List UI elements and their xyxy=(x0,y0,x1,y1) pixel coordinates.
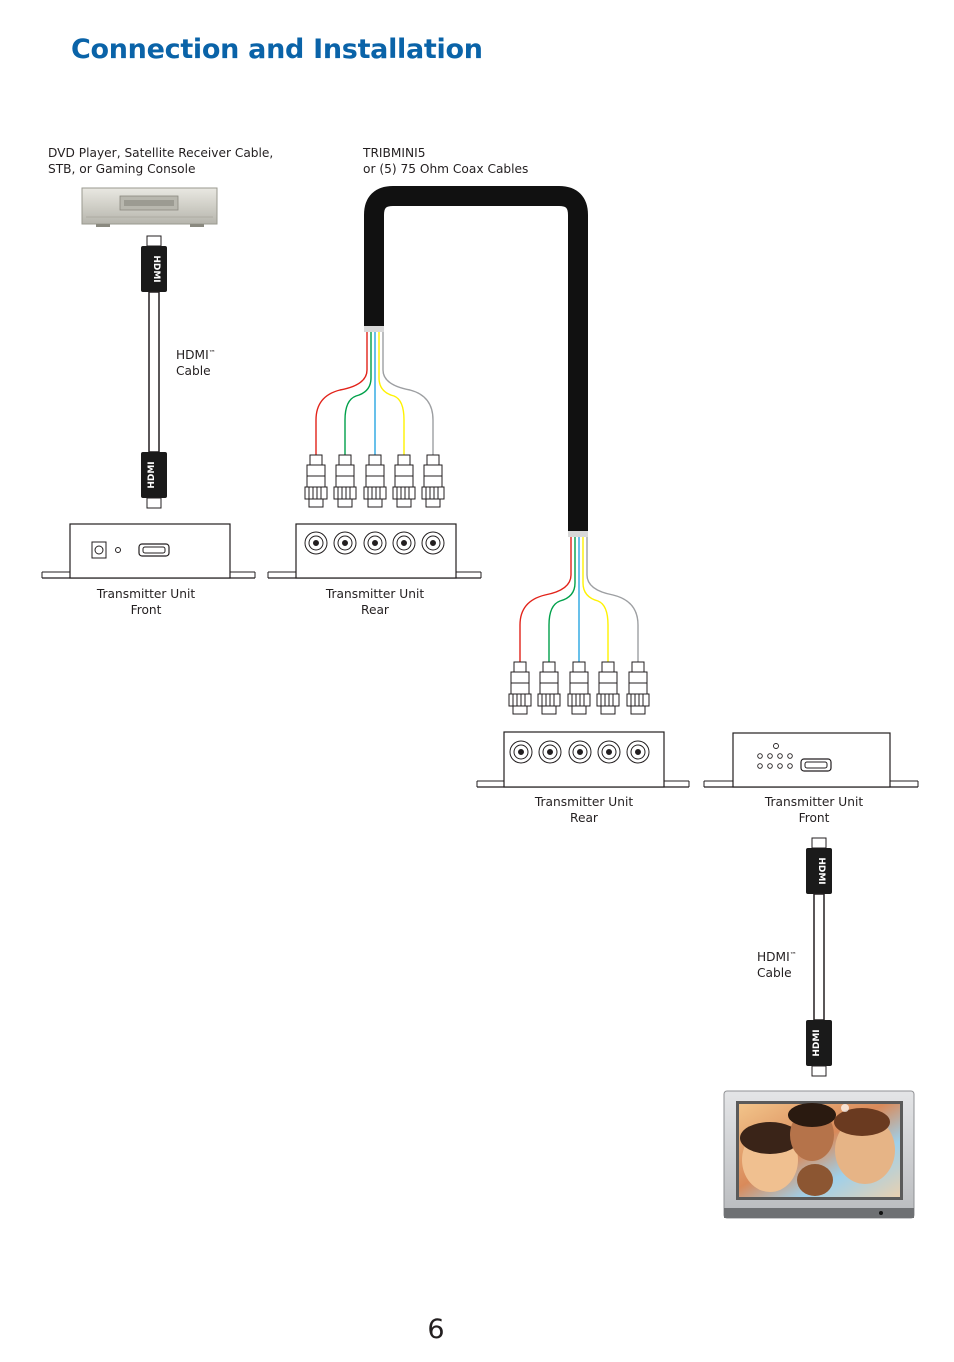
hdmi-logo-icon: HDMI xyxy=(147,461,157,488)
hdmi-logo-icon: HDMI xyxy=(816,857,826,884)
tx-rear-label: Transmitter Unit Rear xyxy=(325,587,425,617)
bnc-connector xyxy=(537,661,561,715)
rx-rear-label: Transmitter Unit Rear xyxy=(534,795,634,825)
source-device-label: DVD Player, Satellite Receiver Cable, ST… xyxy=(48,146,274,176)
hdmi-logo-icon: HDMI xyxy=(812,1029,822,1056)
hdmi-cable-bottom: HDMI HDMI xyxy=(806,837,832,1077)
hdmi-cable-label-top: HDMI™ Cable xyxy=(176,348,216,378)
hdmi-logo-icon: HDMI xyxy=(151,255,161,282)
bnc-connector xyxy=(567,661,591,715)
dvd-player xyxy=(81,187,218,227)
receiver-rear-device xyxy=(476,731,690,788)
bnc-connectors-top xyxy=(304,454,445,508)
page-title: Connection and Installation xyxy=(71,34,483,65)
coax-fanout-bottom xyxy=(519,537,639,662)
tv-screen-image xyxy=(740,1103,895,1196)
bnc-connector xyxy=(363,454,387,508)
coax-cable-label: TRIBMINI5 or (5) 75 Ohm Coax Cables xyxy=(363,146,529,176)
transmitter-rear-device xyxy=(267,523,482,579)
receiver-front-device xyxy=(703,732,919,788)
bnc-connector xyxy=(626,661,650,715)
bnc-connector xyxy=(304,454,328,508)
transmitter-front-device xyxy=(41,523,256,579)
page-number: 6 xyxy=(427,1314,445,1345)
hdmi-cable-top: HDMI HDMI xyxy=(141,235,167,509)
bnc-connectors-bottom xyxy=(508,661,650,715)
coax-fanout-top xyxy=(315,332,434,455)
hdmi-cable-label-bottom: HDMI™ Cable xyxy=(757,950,797,980)
bnc-connector xyxy=(508,661,532,715)
bnc-connector xyxy=(596,661,620,715)
bnc-connector xyxy=(333,454,357,508)
bnc-connector xyxy=(392,454,416,508)
rx-front-label: Transmitter Unit Front xyxy=(764,795,864,825)
tx-front-label: Transmitter Unit Front xyxy=(96,587,196,617)
television xyxy=(723,1090,915,1219)
coax-bundle-cable xyxy=(364,186,588,537)
bnc-connector xyxy=(421,454,445,508)
